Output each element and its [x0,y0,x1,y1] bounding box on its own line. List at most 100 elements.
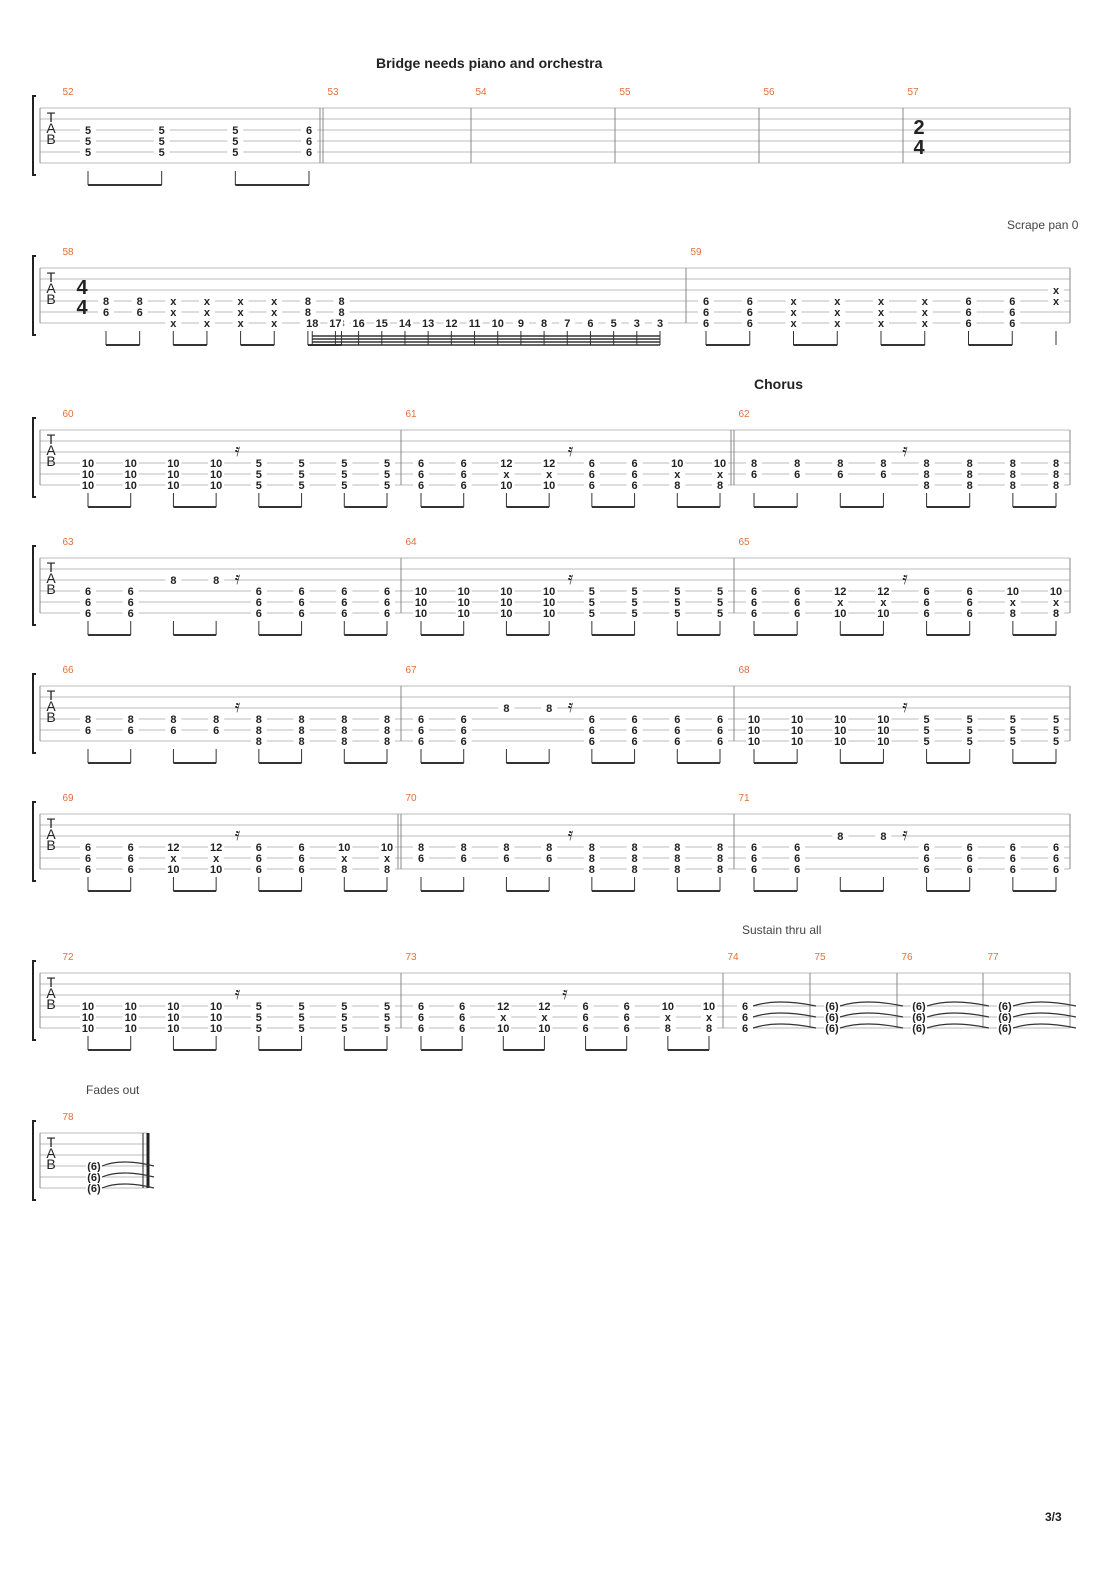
fret-background [98,307,114,318]
fret-background [1048,458,1064,469]
fret-number: 6 [742,1023,748,1035]
fret-background [712,469,728,480]
fret-number: x [238,318,245,330]
fret-background [208,575,225,586]
fret-number: 6 [703,296,709,308]
fret-background [301,125,317,136]
fret-number: 8 [418,842,424,854]
fret-number: 6 [256,864,262,876]
fret-number: 8 [924,469,930,481]
fret-number: 6 [583,1023,589,1035]
fret-number: x [341,853,348,865]
fret-number: 6 [461,480,467,492]
fret-number: x [790,307,797,319]
fret-background [961,714,978,725]
fret-background [789,586,806,597]
run-fret-number: 15 [376,318,388,330]
tab-clef-letter: A [46,570,56,586]
fret-background [746,853,762,864]
run-fret-number: 9 [518,318,524,330]
fret-number: 8 [299,736,305,748]
fret-number: 5 [384,480,390,492]
fret-background [746,714,762,725]
rest-symbol: 𝄿 [568,568,574,588]
time-signature-bottom: 4 [913,137,925,159]
fret-background [737,1023,753,1034]
fret-number: x [922,318,929,330]
fret-number: 5 [717,608,723,620]
fret-background [875,714,892,725]
fret-background [669,586,686,597]
fret-background [875,831,892,842]
fret-number: 6 [703,307,709,319]
fret-number: 10 [210,480,222,492]
fret-background [626,714,643,725]
fret-background [80,1012,96,1023]
measure-number: 56 [763,87,775,98]
fret-number: 6 [837,469,843,481]
fret-background [379,714,395,725]
fret-number: 6 [674,714,680,726]
system-bracket [32,960,36,1041]
fret-background [737,1001,753,1012]
fret-number: 5 [299,480,305,492]
fret-background [165,1001,182,1012]
fret-number: 10 [877,736,889,748]
fret-number: 6 [794,469,800,481]
fret-number: 6 [459,1012,465,1024]
fret-background [198,307,215,318]
fret-background [293,725,310,736]
fret-number: 6 [589,714,595,726]
fret-background [997,1001,1013,1012]
fret-number: 10 [167,1023,179,1035]
fret-number: 6 [256,842,262,854]
fret-background [875,458,892,469]
fret-number: 10 [381,842,393,854]
fret-number: 6 [1009,318,1015,330]
fret-background [250,597,267,608]
fret-number: 8 [384,736,390,748]
fret-background [454,1023,471,1034]
fret-background [712,725,728,736]
fret-number: 6 [751,864,757,876]
tab-clef-letter: B [46,581,55,597]
fret-number: 6 [256,597,262,609]
measure-number: 77 [987,952,999,963]
tie-arc [926,1001,990,1007]
fret-number: 10 [834,714,846,726]
fret-number: 5 [632,597,638,609]
fret-background [669,480,686,491]
fret-background [98,296,114,307]
fret-number: 10 [1007,586,1019,598]
fret-number: 5 [299,1023,305,1035]
fret-background [916,307,933,318]
fret-number: 6 [128,597,134,609]
fret-number: 6 [299,842,305,854]
fret-background [208,853,225,864]
fret-background [379,608,395,619]
fret-background [626,725,643,736]
fret-background [961,458,978,469]
fret-background [413,842,429,853]
fret-number: 8 [305,296,311,308]
fret-number: 6 [717,714,723,726]
run-fret-number: 3 [634,318,640,330]
fret-background [712,458,728,469]
fret-number: (6) [825,1023,839,1035]
measure-number: 66 [62,665,74,676]
fret-background [918,458,935,469]
fret-number: 8 [461,842,467,854]
fret-background [712,597,728,608]
fret-number: 6 [751,853,757,865]
fret-background [208,458,225,469]
fret-number: 10 [834,725,846,737]
fret-background [746,864,762,875]
fret-number: 6 [967,864,973,876]
fret-background [789,725,806,736]
fret-number: 8 [299,725,305,737]
fret-background [583,458,600,469]
fret-number: x [204,307,211,319]
fret-number: 8 [546,842,552,854]
fret-number: 8 [717,864,723,876]
fret-background [80,1023,96,1034]
